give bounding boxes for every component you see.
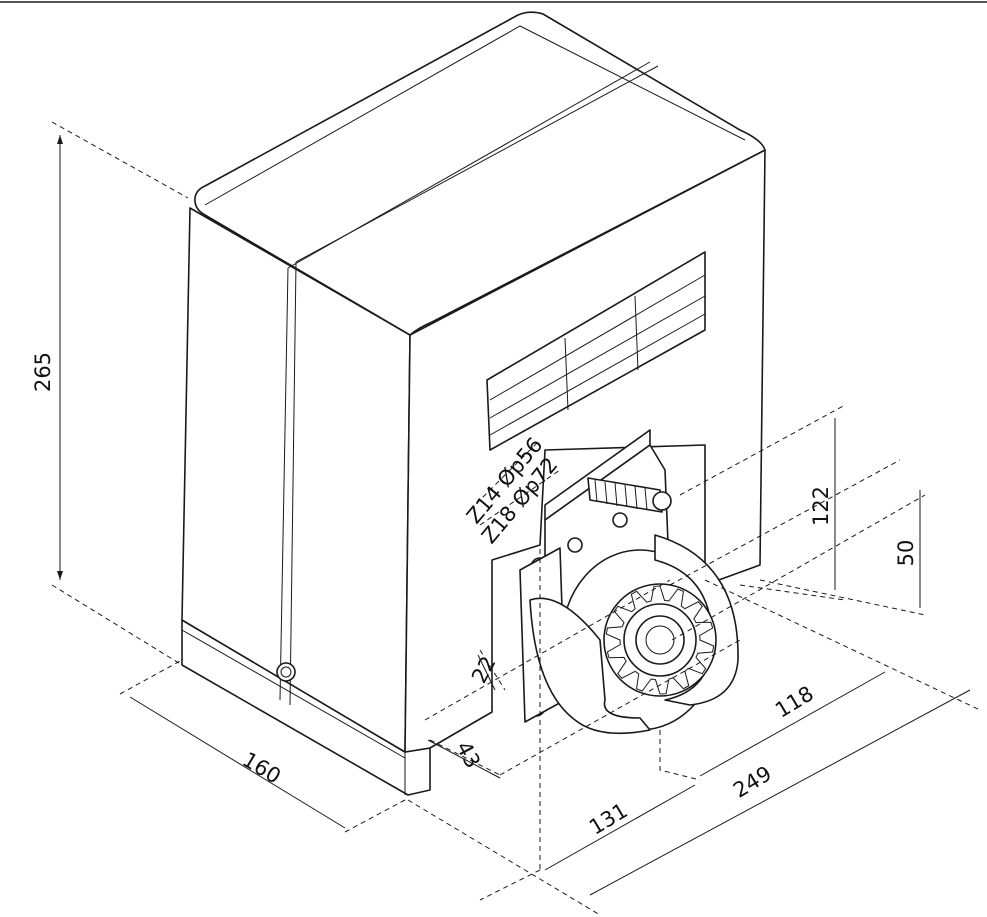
label-265: 265: [31, 352, 55, 392]
dim-line-43: [427, 739, 501, 779]
bolt-icon: [612, 512, 628, 528]
label-118: 118: [771, 681, 818, 722]
housing-top-face: [194, 11, 766, 336]
extension-lines: [51, 121, 981, 916]
dim-line-249: [589, 689, 971, 896]
label-131: 131: [585, 798, 632, 839]
motor-housing: [181, 11, 766, 796]
shaft: [635, 615, 685, 665]
label-50: 50: [894, 540, 918, 567]
spring: [587, 477, 663, 513]
bolt-icon: [567, 537, 583, 553]
gear-teeth: [605, 585, 715, 695]
dim-line-160: [129, 696, 346, 829]
label-249: 249: [729, 761, 776, 802]
label-160: 160: [238, 747, 285, 788]
dimension-lines: [57, 135, 971, 896]
lock-key-icon: [276, 662, 296, 682]
pinion-gear: [519, 534, 739, 735]
ventilation-grille: [486, 251, 706, 451]
dim-line-131: [544, 784, 696, 871]
label-122: 122: [809, 486, 833, 526]
dim-line-118: [699, 671, 886, 777]
dim-line-22: [477, 654, 496, 691]
